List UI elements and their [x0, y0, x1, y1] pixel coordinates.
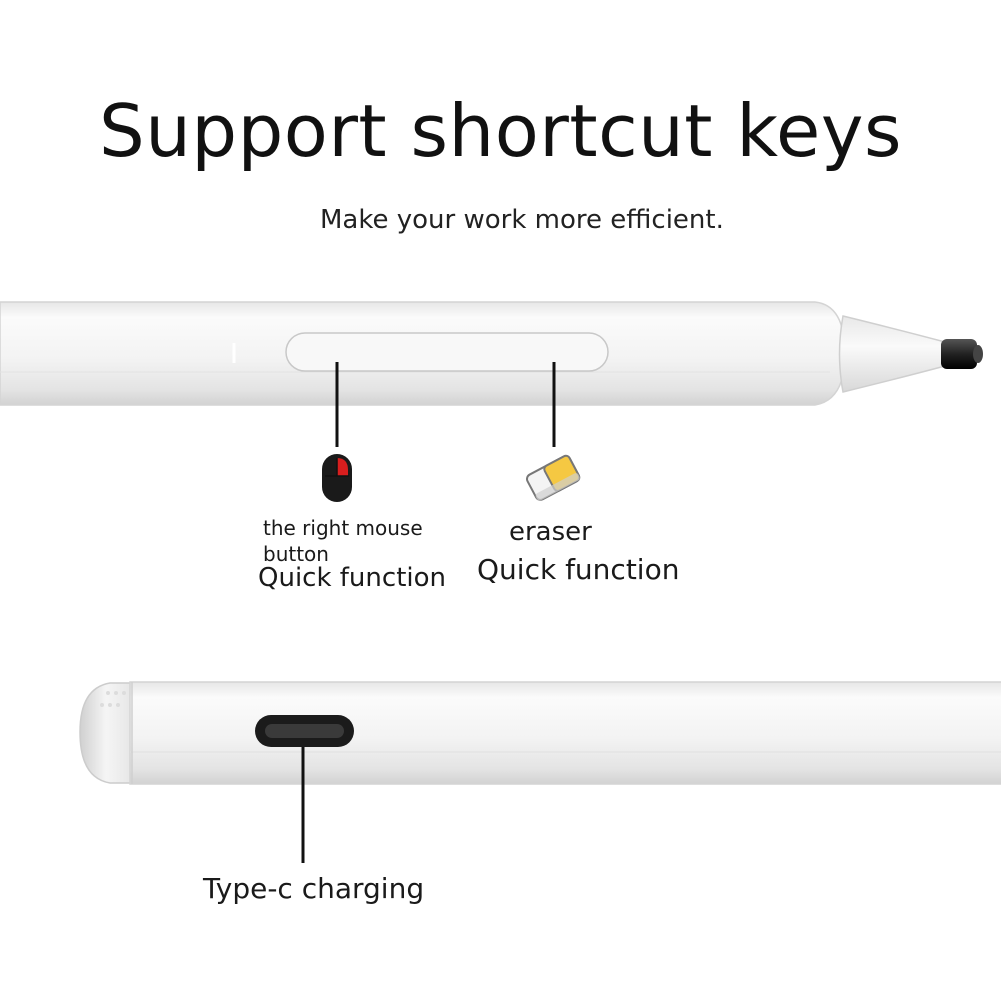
eraser-function-label: Quick function — [477, 553, 680, 586]
charging-label: Type-c charging — [203, 872, 425, 905]
lower-pen-cap — [79, 682, 133, 784]
upper-pen-cone — [838, 315, 946, 393]
mouse-icon — [322, 454, 352, 502]
page-subtitle: Make your work more efficient. — [320, 205, 724, 235]
right-mouse-label: the right mouse button — [263, 516, 423, 566]
pen-nib — [941, 339, 977, 369]
upper-pen — [0, 301, 983, 406]
right-mouse-function-label: Quick function — [258, 563, 446, 593]
page-title: Support shortcut keys — [99, 89, 902, 173]
eraser-icon — [525, 454, 581, 501]
eraser-label: eraser — [509, 517, 592, 547]
shortcut-button-bar[interactable] — [285, 332, 609, 372]
lower-pen — [79, 681, 1001, 785]
